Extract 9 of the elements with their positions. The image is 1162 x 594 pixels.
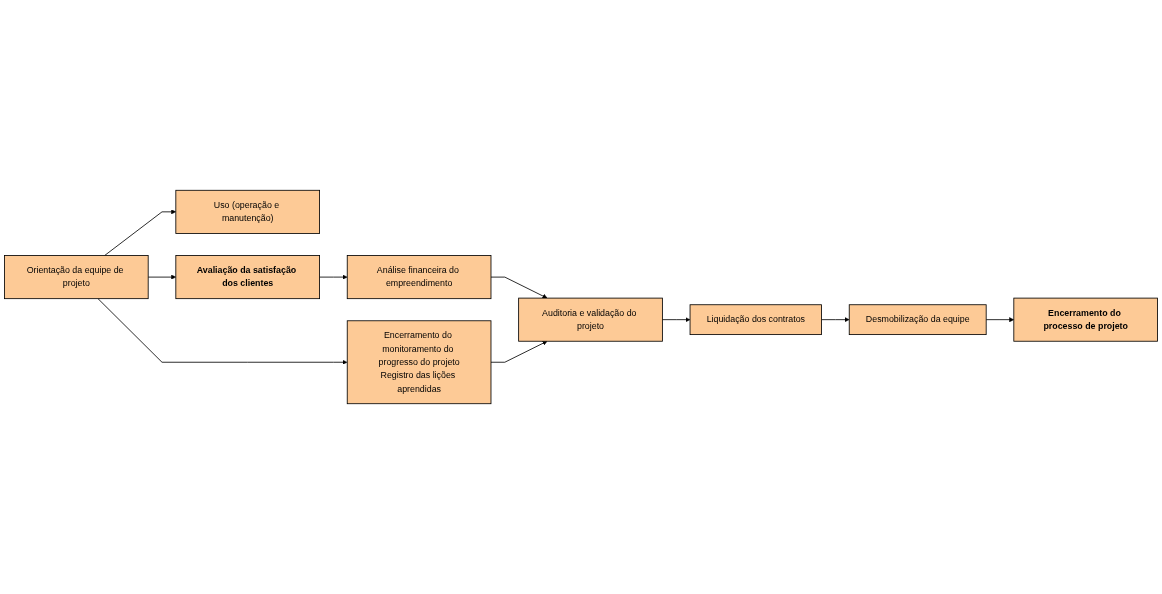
node-box: Orientação da equipe de projeto	[4, 255, 149, 300]
node-box: Encerramento do processo de projeto	[1013, 297, 1158, 342]
node-box: Avaliação da satisfação dos clientes	[175, 255, 320, 300]
node-box: Liquidação dos contratos	[689, 304, 822, 335]
node-box: Encerramento do monitoramento do progresso do projeto Registro das lições aprendidas	[346, 320, 492, 405]
node-box: Uso (operação e manutenção)	[175, 189, 320, 234]
node-box: Análise financeira do empreendimento	[346, 255, 492, 300]
node-box: Desmobilização da equipe	[848, 304, 987, 335]
node-box: Auditoria e validação do projeto	[518, 297, 663, 342]
